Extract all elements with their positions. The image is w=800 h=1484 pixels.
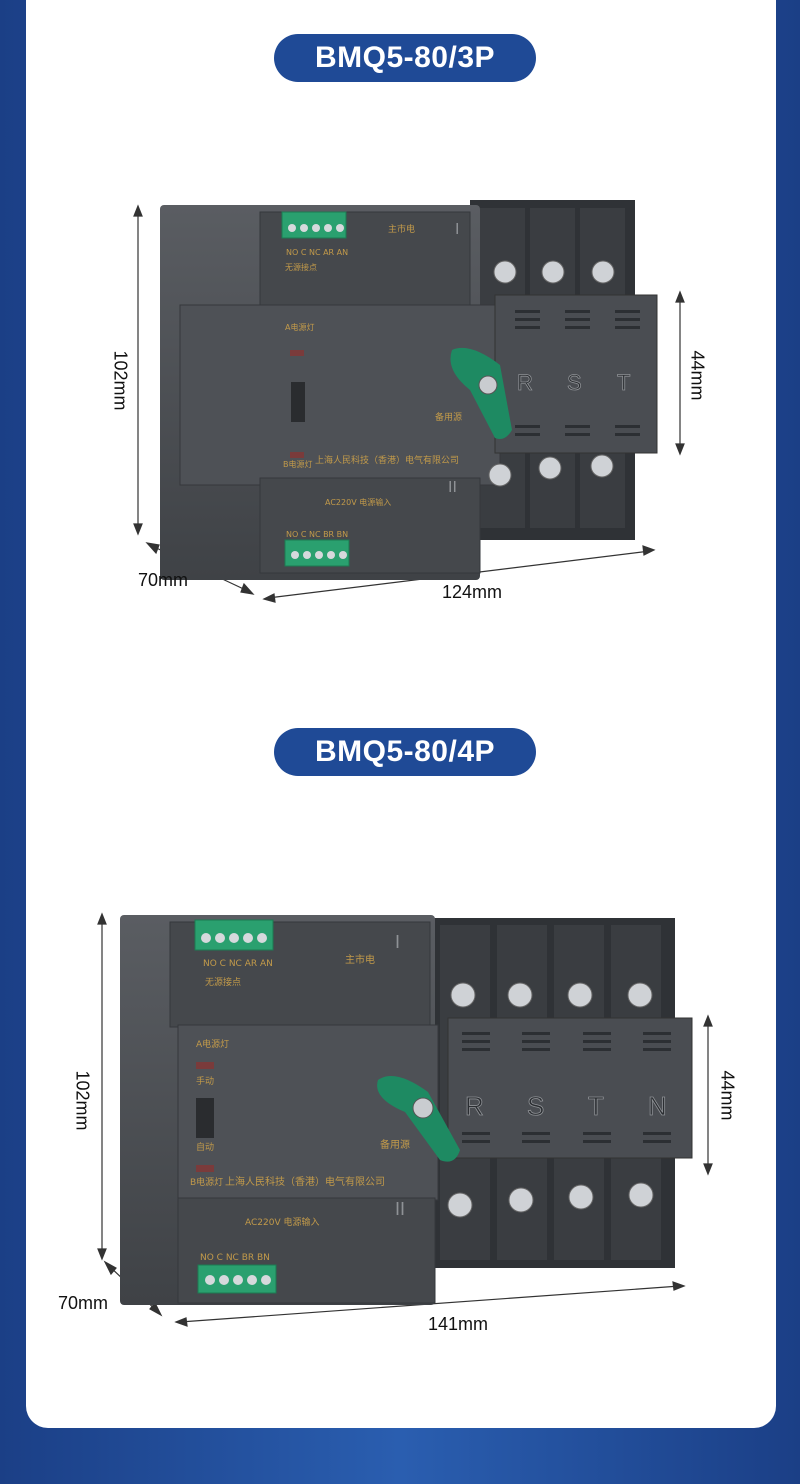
manufacturer-4p: 上海人民科技（香港）电气有限公司 xyxy=(225,1175,385,1188)
dim-height-3p: 102mm xyxy=(110,350,131,411)
pole-letter-4p-0: R xyxy=(465,1091,484,1121)
power-input-4p: AC220V 电源输入 xyxy=(245,1216,319,1228)
lamp-b-4p: B电源灯 xyxy=(190,1176,223,1188)
device-3p xyxy=(160,200,658,580)
terminal-labels-4p: NO C NC AR AN xyxy=(203,959,273,969)
power-input-3p: AC220V 电源输入 xyxy=(325,497,391,507)
passive-contact-3p: 无源接点 xyxy=(285,262,317,272)
device-4p xyxy=(120,915,693,1305)
main-source-3p: 主市电 xyxy=(388,223,415,235)
backup-source-3p: 备用源 xyxy=(435,411,462,423)
main-source-4p: 主市电 xyxy=(345,953,375,966)
auto-4p: 自动 xyxy=(196,1141,214,1153)
mark-1-4p: I xyxy=(395,932,400,952)
manual-4p: 手动 xyxy=(196,1075,214,1087)
mark-2-4p: II xyxy=(395,1199,405,1219)
dim-height-4p: 102mm xyxy=(72,1070,93,1131)
terminal-labels-b-3p: NO C NC BR BN xyxy=(286,530,348,539)
mark-1-3p: I xyxy=(455,221,459,238)
backup-source-4p: 备用源 xyxy=(380,1138,410,1151)
pole-letter-4p-1: S xyxy=(527,1091,544,1121)
lamp-a-4p: A电源灯 xyxy=(196,1038,229,1050)
dim-depth-3p: 70mm xyxy=(138,570,189,590)
dim-module-4p: 44mm xyxy=(717,1070,738,1121)
dim-depth-4p: 70mm xyxy=(58,1293,109,1313)
dimension-lines-4p xyxy=(97,912,713,1327)
model-title-3p: BMQ5-80/3P xyxy=(274,34,536,82)
manufacturer-3p: 上海人民科技（香港）电气有限公司 xyxy=(315,454,459,466)
terminal-labels-b-4p: NO C NC BR BN xyxy=(200,1253,270,1263)
pole-letter-3p-0: R xyxy=(517,370,533,395)
lamp-b-3p: B电源灯 xyxy=(283,459,313,469)
dim-width-3p: 124mm xyxy=(442,582,503,602)
passive-contact-4p: 无源接点 xyxy=(205,976,241,988)
model-title-4p: BMQ5-80/4P xyxy=(274,728,536,776)
terminal-labels-3p: NO C NC AR AN xyxy=(286,248,348,257)
pole-letter-4p-3: N xyxy=(648,1091,667,1121)
pole-letter-4p-2: T xyxy=(588,1091,604,1121)
mark-2-3p: II xyxy=(448,479,457,496)
dim-module-3p: 44mm xyxy=(687,350,708,401)
pole-letter-3p-2: T xyxy=(617,370,630,395)
lamp-a-3p: A电源灯 xyxy=(285,322,314,332)
pole-letter-3p-1: S xyxy=(567,370,582,395)
dim-width-4p: 141mm xyxy=(428,1314,489,1334)
